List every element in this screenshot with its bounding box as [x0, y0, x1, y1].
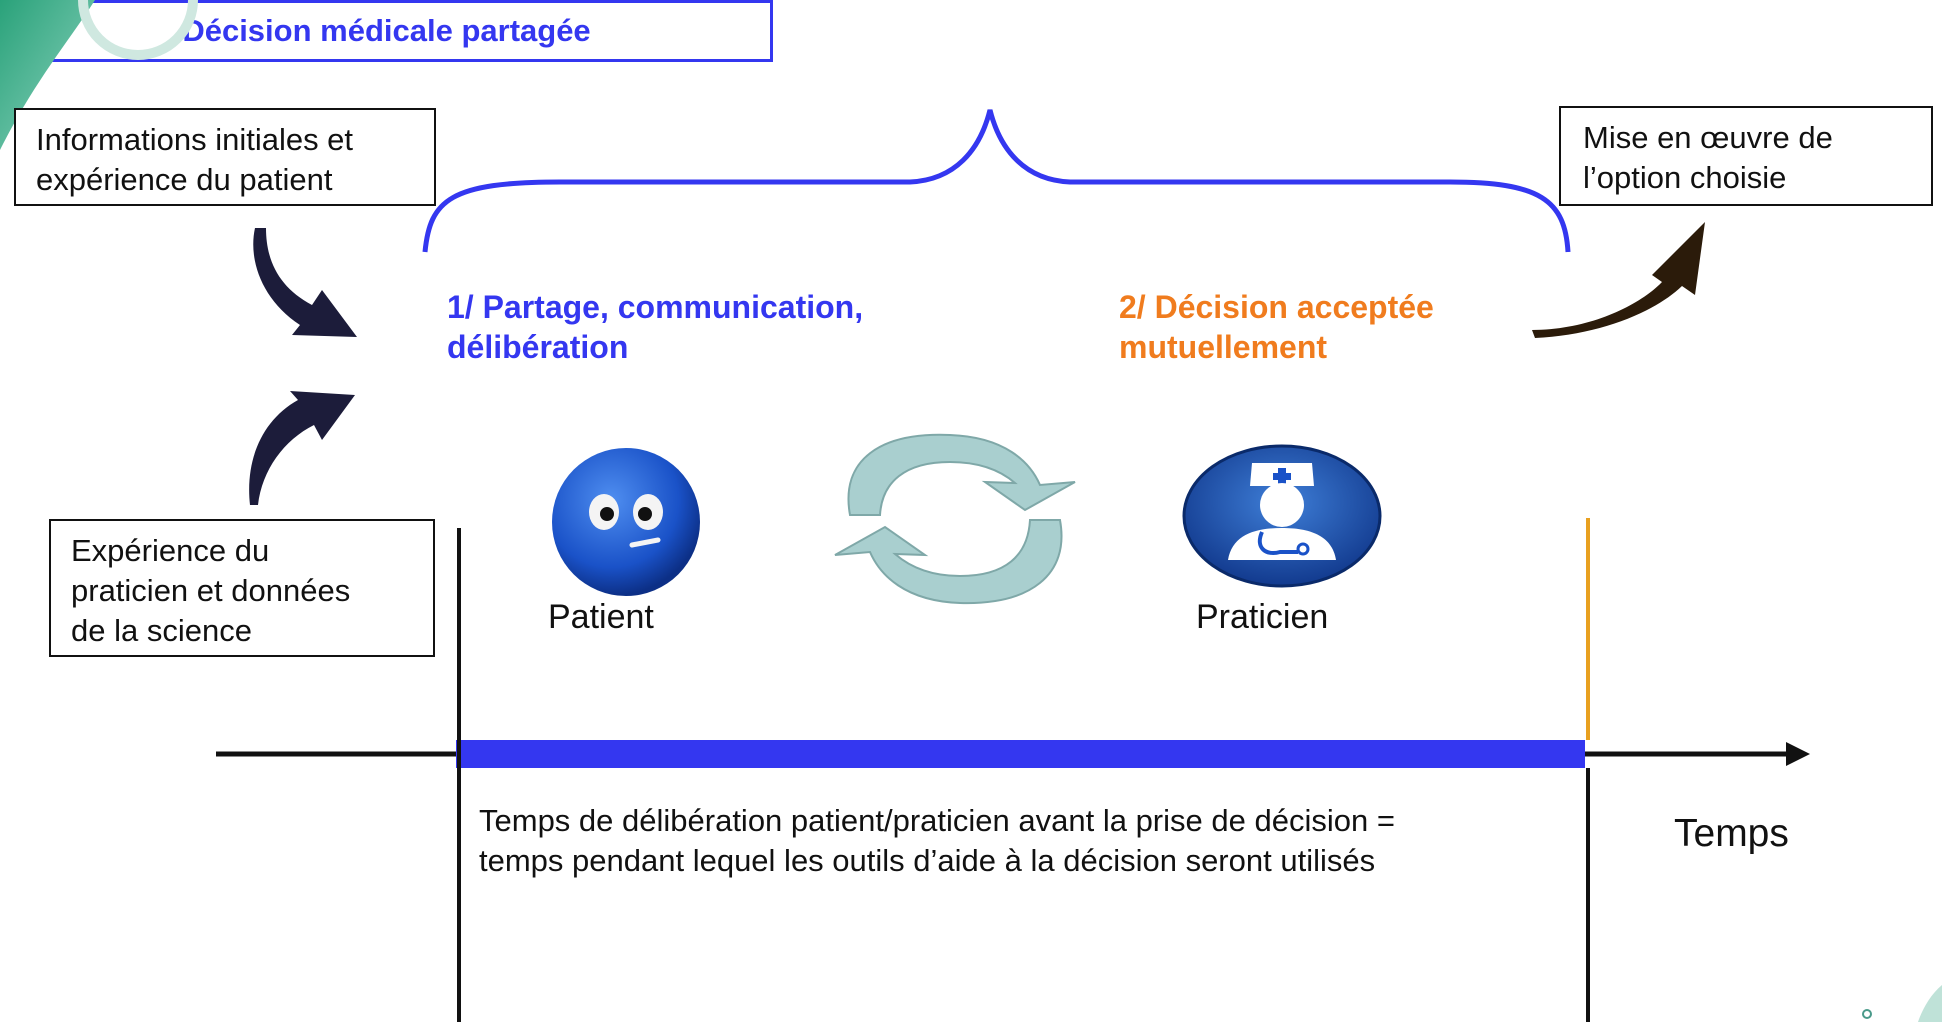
phase-1-line-1: 1/ Partage, communication,: [447, 289, 864, 325]
phase-1-label: 1/ Partage, communication, délibération: [447, 287, 863, 367]
cycle-arrows-icon: [834, 433, 1076, 605]
output-line-1: Mise en œuvre de: [1583, 120, 1833, 155]
phase-1-line-2: délibération: [447, 329, 629, 365]
arrow-output-icon: [1532, 222, 1705, 338]
output-box: Mise en œuvre de l’option choisie: [1559, 106, 1933, 206]
patient-info-box: Informations initiales et expérience du …: [14, 108, 436, 206]
smiley-patient-icon: [552, 448, 700, 596]
diagram-title: Décision médicale partagée: [0, 0, 773, 62]
deliberation-line-1: Temps de délibération patient/praticien …: [479, 803, 1395, 838]
arrow-down-right-icon: [253, 228, 357, 337]
phase-2-line-2: mutuellement: [1119, 329, 1328, 365]
patient-label: Patient: [548, 598, 654, 636]
practitioner-info-line-3: de la science: [71, 613, 252, 648]
practitioner-label: Praticien: [1196, 598, 1329, 636]
time-axis-arrowhead: [1786, 742, 1810, 766]
patient-info-line-2: expérience du patient: [36, 162, 333, 197]
corner-dot: [1862, 1009, 1872, 1019]
phase-2-label: 2/ Décision acceptée mutuellement: [1119, 287, 1434, 367]
deliberation-description: Temps de délibération patient/praticien …: [479, 801, 1579, 881]
doctor-icon: [1182, 444, 1382, 588]
deliberation-line-2: temps pendant lequel les outils d’aide à…: [479, 843, 1376, 878]
practitioner-info-line-1: Expérience du: [71, 533, 270, 568]
brace-bracket: [422, 109, 1571, 253]
practitioner-info-line-2: praticien et données: [71, 573, 351, 608]
practitioner-info-box: Expérience du praticien et données de la…: [49, 519, 435, 657]
time-axis-label: Temps: [1674, 812, 1789, 855]
patient-info-line-1: Informations initiales et: [36, 122, 354, 157]
phase-2-line-1: 2/ Décision acceptée: [1119, 289, 1434, 325]
arrow-up-right-icon: [249, 391, 355, 505]
deliberation-bar: [456, 740, 1585, 768]
output-line-2: l’option choisie: [1583, 160, 1787, 195]
